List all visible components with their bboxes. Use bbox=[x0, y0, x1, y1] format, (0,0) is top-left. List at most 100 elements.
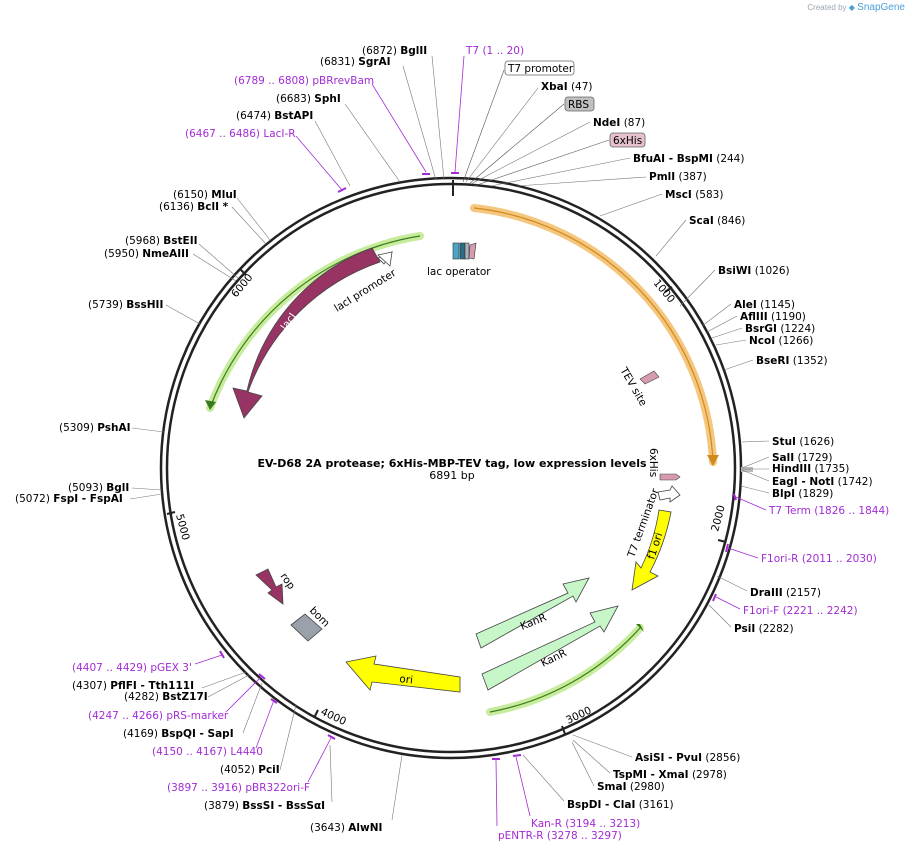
enzyme-afliii: AflIII (1190) bbox=[706, 311, 806, 333]
svg-text:(6474) BstAPI: (6474) BstAPI bbox=[236, 110, 313, 122]
enzyme-pshai: (5309) PshAI bbox=[59, 422, 165, 434]
svg-text:DraIII (2157): DraIII (2157) bbox=[750, 587, 821, 599]
primer-pbr322ori-f: (3897 .. 3916) pBR322ori-F bbox=[167, 734, 336, 794]
svg-text:XbaI (47): XbaI (47) bbox=[541, 81, 593, 93]
enzyme-bgli: (5093) BglI bbox=[68, 482, 163, 494]
svg-text:PsiI (2282): PsiI (2282) bbox=[734, 623, 794, 635]
enzyme-bsiwi: BsiWI (1026) bbox=[679, 265, 790, 307]
tev-site-feature: TEV site bbox=[617, 365, 660, 409]
enzyme-bsteii: (5968) BstEII bbox=[125, 235, 239, 279]
svg-text:BfuAI - BspMI (244): BfuAI - BspMI (244) bbox=[633, 153, 744, 165]
svg-text:(4052) PciI: (4052) PciI bbox=[220, 764, 280, 776]
svg-text:SalI (1729): SalI (1729) bbox=[772, 452, 832, 464]
bom-feature: bom bbox=[290, 605, 332, 642]
enzyme-sgrai: (6831) SgrAI bbox=[320, 56, 437, 181]
enzyme-bcli: (6136) BclI * bbox=[159, 201, 267, 245]
enzyme-msci: MscI (583) bbox=[599, 189, 723, 217]
svg-text:(5309) PshAI: (5309) PshAI bbox=[59, 422, 131, 434]
svg-text:AflIII (1190): AflIII (1190) bbox=[740, 311, 806, 323]
enzyme-bsrgi: BsrGI (1224) bbox=[711, 323, 815, 339]
enzyme-nmeaiii: (5950) NmeAIII bbox=[104, 248, 237, 282]
primer-pgex3: (4407 .. 4429) pGEX 3' bbox=[72, 650, 225, 674]
svg-text:T7 (1 .. 20): T7 (1 .. 20) bbox=[465, 45, 524, 57]
tev-site-label: TEV site bbox=[617, 365, 649, 409]
svg-text:AleI (1145): AleI (1145) bbox=[734, 299, 795, 311]
svg-text:NdeI (87): NdeI (87) bbox=[593, 117, 645, 129]
snapgene-credit: Created by ◆ SnapGene bbox=[807, 2, 905, 13]
svg-text:Kan-R (3194 .. 3213): Kan-R (3194 .. 3213) bbox=[531, 818, 640, 830]
lac-operator-feature: lac operator bbox=[427, 242, 491, 278]
svg-text:(6789 .. 6808) pBRrevBam: (6789 .. 6808) pBRrevBam bbox=[234, 75, 374, 87]
lac-operator-label: lac operator bbox=[427, 266, 491, 278]
enzyme-bstz17i: (4282) BstZ17I bbox=[124, 674, 250, 703]
svg-text:HindIII (1735): HindIII (1735) bbox=[772, 463, 849, 475]
enzyme-sali: SalI (1729) bbox=[741, 452, 832, 469]
enzyme-sphi: (6683) SphI bbox=[276, 93, 401, 183]
svg-text:TspMI - XmaI (2978): TspMI - XmaI (2978) bbox=[613, 769, 727, 781]
svg-text:BsrGI (1224): BsrGI (1224) bbox=[745, 323, 815, 335]
enzyme-bsshii: (5739) BssHII bbox=[88, 299, 201, 325]
primer-t7-term: T7 Term (1826 .. 1844) bbox=[733, 493, 889, 517]
his-box-label: 6xHis bbox=[613, 135, 642, 147]
primer-f1ori-f: F1ori-F (2221 .. 2242) bbox=[712, 593, 858, 617]
primer-pbrrevbam: (6789 .. 6808) pBRrevBam bbox=[234, 75, 430, 175]
svg-text:(6872) BglII: (6872) BglII bbox=[362, 45, 427, 57]
svg-text:(3897 .. 3916) pBR322ori-F: (3897 .. 3916) pBR322ori-F bbox=[167, 782, 310, 794]
svg-text:BseRI (1352): BseRI (1352) bbox=[756, 355, 828, 367]
svg-text:(5739) BssHII: (5739) BssHII bbox=[88, 299, 163, 311]
svg-text:BspDI - ClaI (3161): BspDI - ClaI (3161) bbox=[567, 799, 674, 811]
svg-text:(6831) SgrAI: (6831) SgrAI bbox=[320, 56, 391, 68]
f1-ori-label: f1 ori bbox=[645, 531, 665, 561]
svg-text:(6683) SphI: (6683) SphI bbox=[276, 93, 341, 105]
svg-text:F1ori-R (2011 .. 2030): F1ori-R (2011 .. 2030) bbox=[761, 553, 877, 565]
laci-arc-line bbox=[209, 235, 421, 409]
enzyme-bglii-top: (6872) BglII bbox=[362, 45, 445, 181]
enzyme-bfuai: BfuAI - BspMI (244) bbox=[490, 153, 744, 187]
his-box: 6xHis bbox=[473, 132, 646, 187]
orf-arrowhead bbox=[707, 455, 719, 466]
svg-text:(6150) MluI: (6150) MluI bbox=[173, 189, 237, 201]
primer-pentr-r: pENTR-R (3278 .. 3297) bbox=[492, 758, 622, 842]
orf-arc-line bbox=[473, 207, 714, 463]
svg-text:(4247 .. 4266) pRS-marker: (4247 .. 4266) pRS-marker bbox=[88, 710, 229, 722]
enzyme-pcii: (4052) PciI bbox=[220, 704, 297, 776]
enzyme-bspdi: BspDI - ClaI (3161) bbox=[522, 754, 674, 811]
t7-promoter-box: T7 promoter bbox=[462, 60, 575, 183]
kanr-arc-line bbox=[489, 627, 641, 713]
svg-text:(4282) BstZ17I: (4282) BstZ17I bbox=[124, 691, 208, 703]
enzyme-ndei: NdeI (87) bbox=[470, 117, 645, 185]
enzyme-alwni: (3643) AlwNI bbox=[310, 754, 403, 834]
t7-promoter-label: T7 promoter bbox=[507, 63, 574, 75]
enzyme-draiii: DraIII (2157) bbox=[716, 575, 821, 599]
enzyme-hindiii: HindIII (1735) bbox=[742, 463, 849, 475]
svg-text:(4407 .. 4429) pGEX 3': (4407 .. 4429) pGEX 3' bbox=[72, 662, 192, 674]
mcs-block bbox=[741, 467, 753, 472]
his-tag-label: 6xHis bbox=[647, 448, 659, 477]
svg-text:F1ori-F (2221 .. 2242): F1ori-F (2221 .. 2242) bbox=[743, 605, 858, 617]
credit-brand: SnapGene bbox=[857, 2, 905, 13]
enzyme-scai: ScaI (846) bbox=[655, 215, 745, 257]
primer-kan-r: Kan-R (3194 .. 3213) bbox=[512, 754, 640, 830]
svg-text:(5072) FspI - FspAI: (5072) FspI - FspAI bbox=[15, 493, 123, 505]
enzyme-pmli: PmlI (387) bbox=[516, 171, 707, 187]
kanr-feature-2: KanR bbox=[481, 605, 619, 691]
enzyme-xbai: XbaI (47) bbox=[465, 81, 593, 183]
credit-prefix: Created by bbox=[807, 3, 847, 12]
orf-highlight-arc bbox=[470, 204, 717, 466]
svg-text:(4307) PflFI - Tth111I: (4307) PflFI - Tth111I bbox=[72, 680, 194, 692]
svg-text:(5968) BstEII: (5968) BstEII bbox=[125, 235, 198, 247]
svg-text:BlpI (1829): BlpI (1829) bbox=[772, 488, 833, 500]
svg-text:(4150 .. 4167) L4440: (4150 .. 4167) L4440 bbox=[152, 746, 263, 758]
enzyme-bstapi: (6474) BstAPI bbox=[236, 110, 351, 187]
rbs-box: RBS bbox=[468, 96, 595, 185]
enzyme-smai: SmaI (2980) bbox=[571, 741, 665, 793]
svg-text:pENTR-R (3278 .. 3297): pENTR-R (3278 .. 3297) bbox=[498, 830, 622, 842]
kanr-arrowhead bbox=[636, 624, 644, 632]
enzyme-bspqi: (4169) BspQI - SapI bbox=[123, 682, 263, 740]
enzyme-alei: AleI (1145) bbox=[701, 299, 795, 327]
rop-feature: rop bbox=[255, 568, 297, 605]
primer-t7: T7 (1 .. 20) bbox=[451, 45, 524, 174]
laci-arrowhead bbox=[205, 400, 216, 410]
ori-feature: ori bbox=[345, 655, 461, 693]
svg-text:T7 Term (1826 .. 1844): T7 Term (1826 .. 1844) bbox=[768, 505, 889, 517]
